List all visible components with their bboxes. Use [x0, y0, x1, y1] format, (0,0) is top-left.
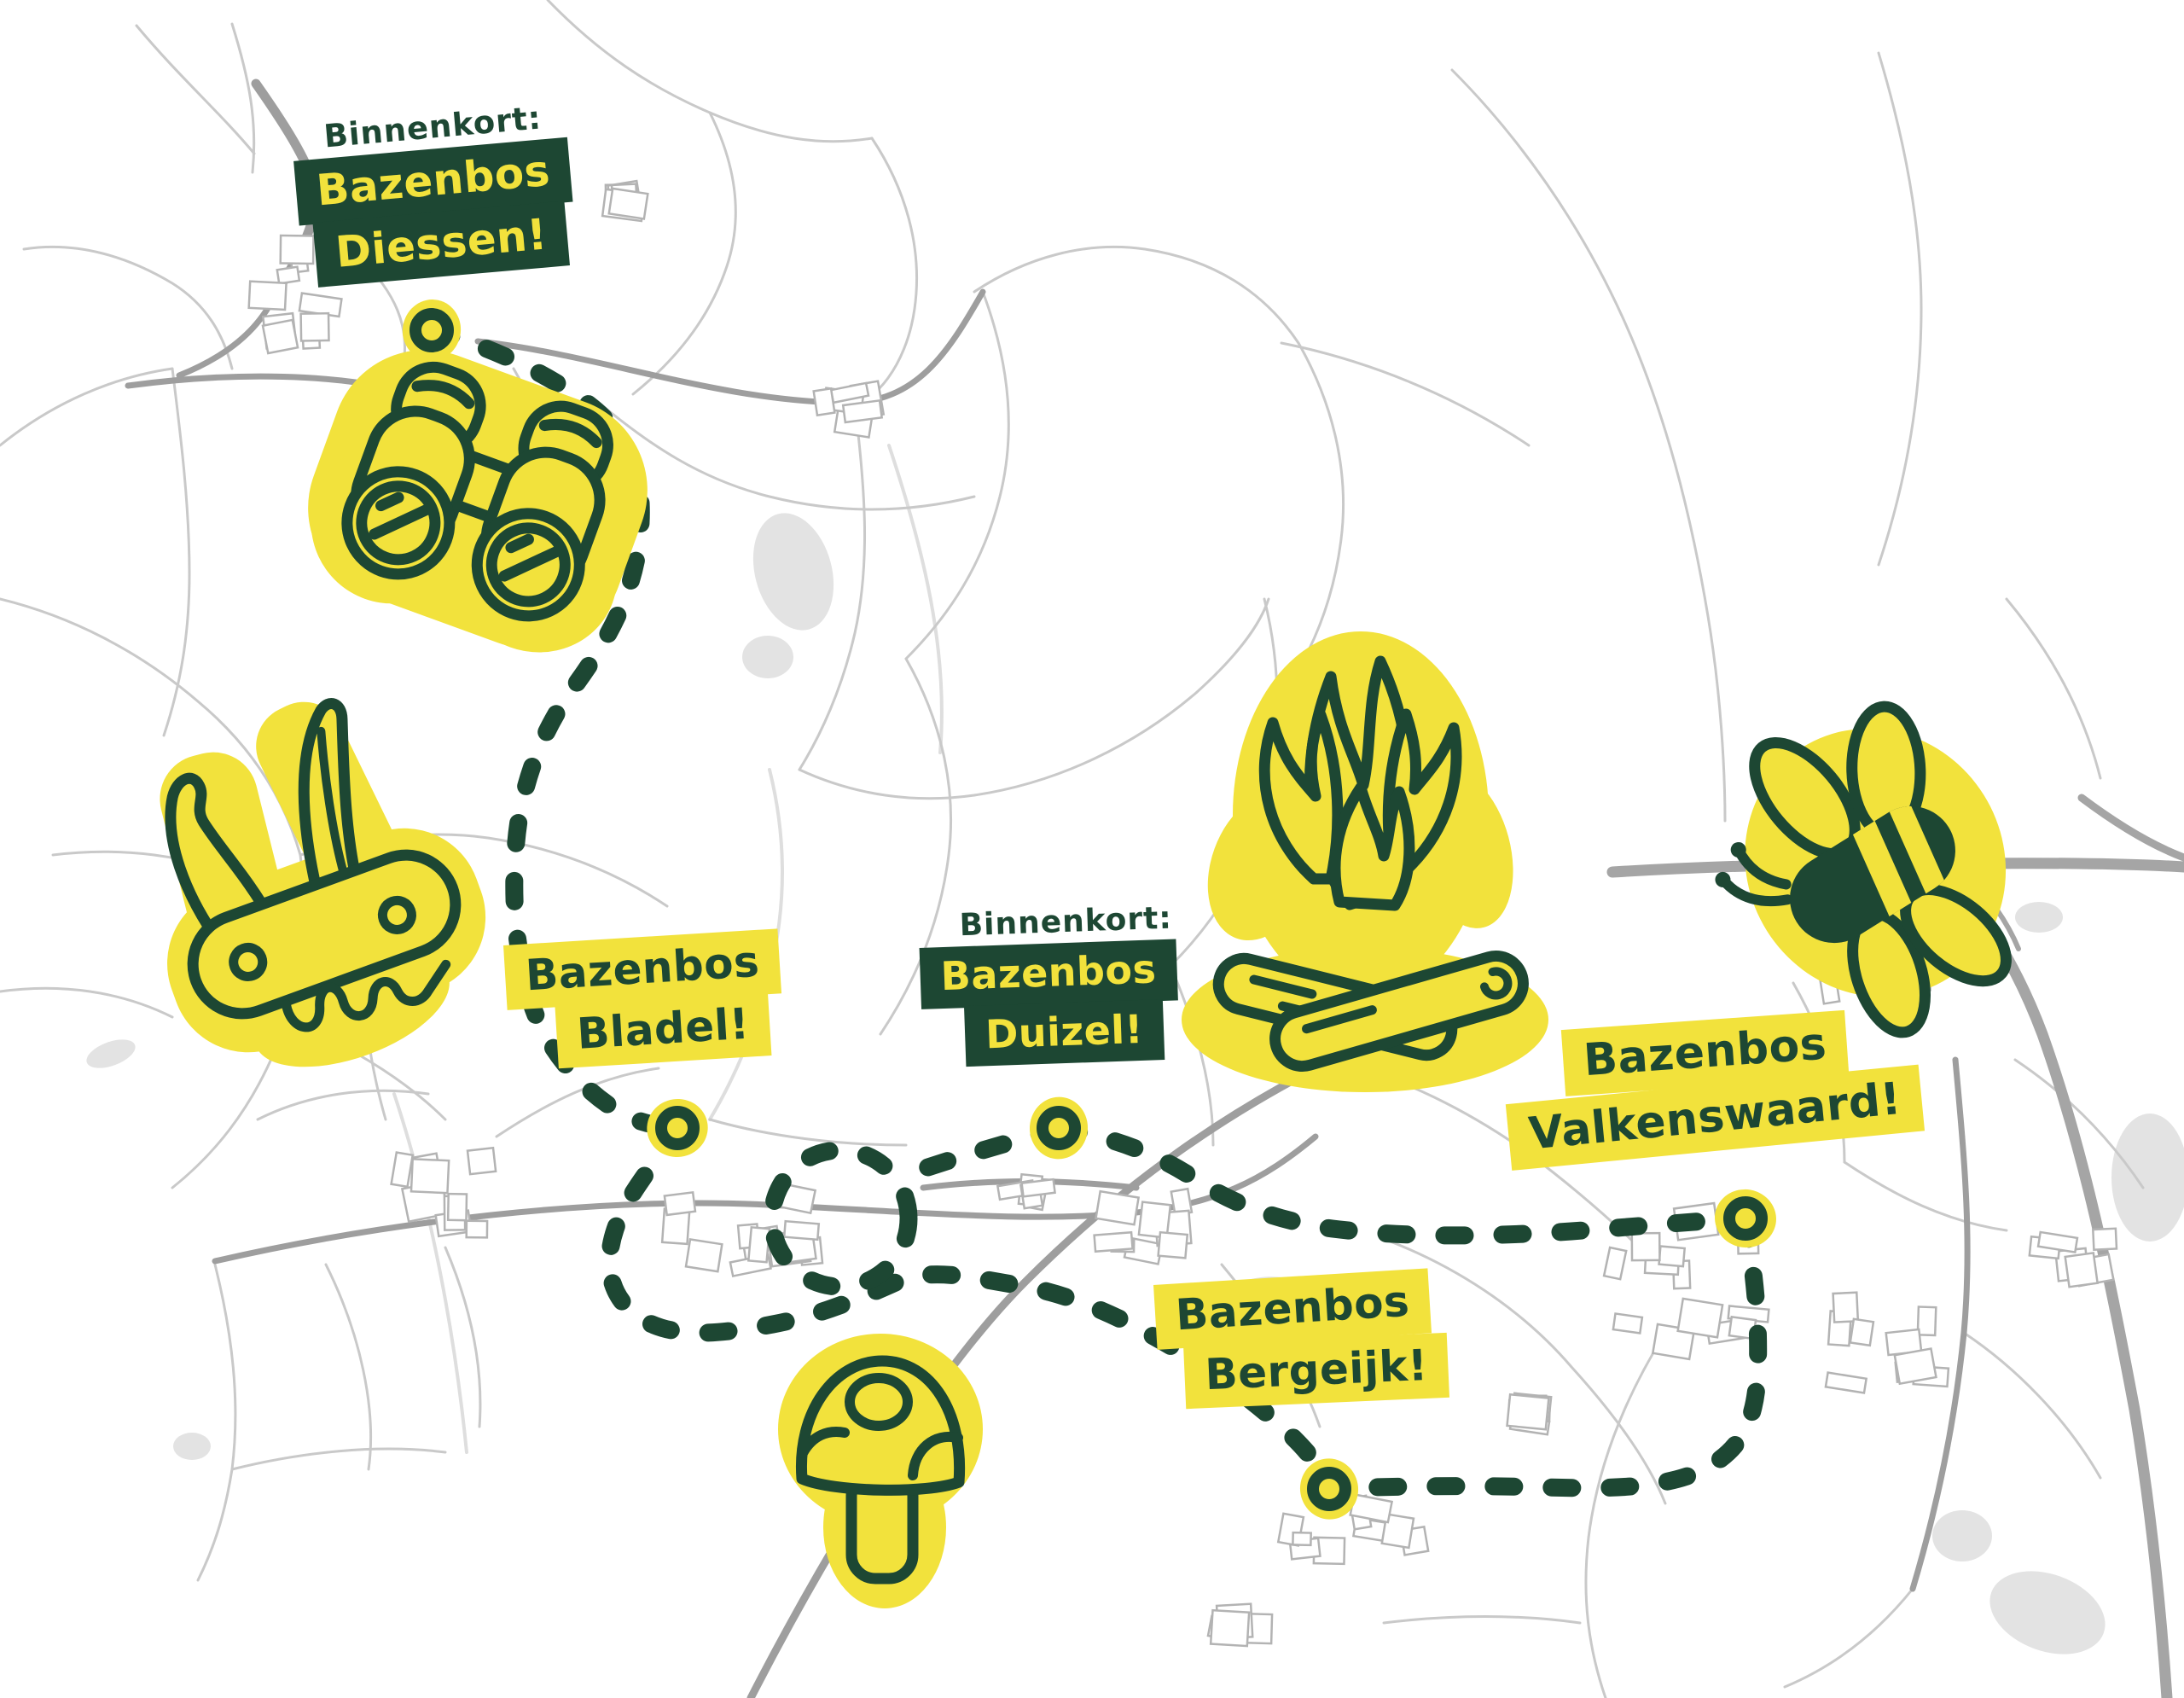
label-bergeijk[interactable]: Bazenbos Bergeijk! — [1153, 1267, 1450, 1412]
label-duizel[interactable]: Binnenkort: Bazenbos Duizel! — [918, 901, 1180, 1069]
bee-icon — [1715, 701, 2012, 1038]
route-valkenswaard-bergeijk — [1320, 1209, 1768, 1498]
label-duizel-prefix: Binnenkort: — [958, 900, 1173, 944]
binoculars-icon — [308, 350, 648, 653]
label-bergeijk-line2: Bergeijk! — [1182, 1332, 1450, 1410]
marker-bladel[interactable] — [643, 1095, 712, 1160]
label-bladel[interactable]: Bazenbos Bladel! — [503, 928, 786, 1071]
mushroom-icon — [778, 1334, 983, 1608]
campfire-icon — [1182, 631, 1548, 1092]
label-diessen[interactable]: Binnenkort: Bazenbos Diessen! — [290, 97, 578, 288]
marker-duizel[interactable] — [1027, 1095, 1090, 1161]
label-duizel-line1: Bazenbos — [919, 939, 1178, 1009]
pocket-knife-icon — [160, 698, 486, 1067]
route-duizel-valkenswaard — [1049, 1119, 1755, 1245]
marker-bergeijk[interactable] — [1295, 1454, 1362, 1524]
marker-diessen[interactable] — [397, 294, 467, 367]
marker-valkenswaard[interactable] — [1711, 1184, 1781, 1252]
town-blocks — [247, 179, 2118, 1648]
location-markers — [397, 294, 1781, 1524]
route-loop — [763, 1141, 918, 1296]
label-bladel-line2: Bladel! — [555, 991, 772, 1069]
label-duizel-line2: Duizel! — [963, 998, 1165, 1067]
